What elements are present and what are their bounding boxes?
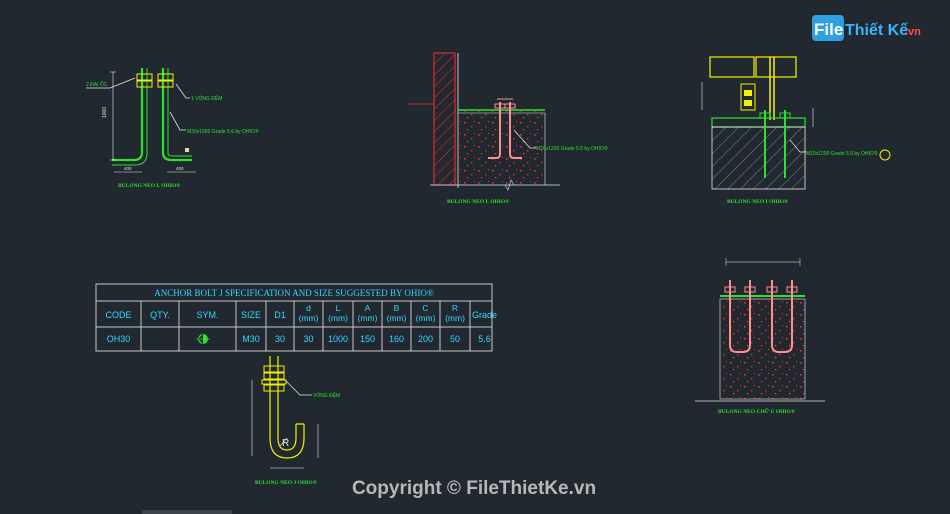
table-header-unit: (mm) <box>358 313 378 323</box>
table-header-cell: Grade <box>472 310 497 320</box>
nut-1a <box>136 73 153 81</box>
leader-grade <box>169 111 186 131</box>
l-bolt-shape-2 <box>161 68 192 162</box>
table-header-cell: d <box>306 303 311 313</box>
caption-j-bolt: BULONG NEO J OHIO® <box>255 479 317 486</box>
embedded-bolt-2 <box>509 102 522 159</box>
horizontal-scrollbar[interactable] <box>142 510 232 514</box>
logo-badge <box>812 15 844 41</box>
l-bolt-edge-1 <box>112 68 148 166</box>
spec-table[interactable]: ANCHOR BOLT J SPECIFICATION AND SIZE SUG… <box>95 283 497 352</box>
note-grade: M30x1000 Grade 5.6 by OHIO® <box>187 128 259 135</box>
note-washer-j: VÒNG ĐỆM <box>313 391 340 399</box>
drawing-u-bolt[interactable]: BULONG NEO CHỮ U OHIO® <box>695 258 825 415</box>
leader-washer <box>175 83 190 99</box>
logo-suffix: .vn <box>905 26 921 38</box>
table-header-unit: (mm) <box>416 313 436 323</box>
table-header-cell: CODE <box>105 310 131 320</box>
table-data-cell: 5.6 <box>478 334 491 344</box>
symbol-icon <box>196 334 210 344</box>
table-header-cell: QTY. <box>150 310 170 320</box>
table-data-cell: 200 <box>418 334 433 344</box>
table-header-cell: D1 <box>274 310 286 320</box>
caption-i-bolt-column: BULONG NEO I OHIO® <box>727 198 788 205</box>
table-columns: CODEOH30QTY.SYM.SIZEM30D130d(mm)30L(mm)1… <box>105 301 497 351</box>
radius-label: R <box>282 438 289 449</box>
concrete-pedestal <box>711 126 806 190</box>
l-bolt-shape-1 <box>112 68 144 162</box>
nut-1b <box>136 80 153 88</box>
drawing-l-bolt-wall[interactable]: M20x1200 Grade 5.6 by OHIO® BULONG NEO L… <box>408 52 608 205</box>
note-washer: 1 VÒNG ĐỆM <box>191 94 222 102</box>
table-header-unit: (mm) <box>299 313 319 323</box>
drawing-j-bolt[interactable]: VÒNG ĐỆM R BULONG NEO J OHIO® <box>251 356 340 486</box>
l-bolt-edge-2 <box>167 68 192 157</box>
note-grade-wall: M20x1200 Grade 5.6 by OHIO® <box>536 145 608 152</box>
table-header-cell: SYM. <box>196 310 218 320</box>
table-data-cell: 1000 <box>328 334 348 344</box>
table-header-cell: A <box>365 303 371 313</box>
table-header-cell: R <box>452 303 458 313</box>
nut-2a <box>157 73 174 81</box>
beam-flange <box>709 56 755 78</box>
j-bolt-hook-outer <box>269 424 305 459</box>
j-nut-2 <box>263 372 285 380</box>
table-data-cell: 160 <box>389 334 404 344</box>
table-data-cell: 150 <box>360 334 375 344</box>
table-data-cell: M30 <box>242 334 260 344</box>
note-grade-column: M20x1200 Grade 5.6 by OHIO® <box>806 150 878 157</box>
j-washer <box>261 379 287 385</box>
caption-u-bolt: BULONG NEO CHỮ U OHIO® <box>718 407 795 415</box>
marker-square <box>185 148 189 152</box>
drawing-i-bolt-column[interactable]: M20x1200 Grade 5.6 by OHIO® BULONG NEO I… <box>701 56 891 205</box>
drawing-l-bolt-left[interactable]: 2 ĐAI ỐC 1 VÒNG ĐỆM M30x1000 Grade 5.6 b… <box>86 68 259 189</box>
table-header-unit: (mm) <box>328 313 348 323</box>
nut-2b <box>157 80 174 88</box>
embedded-bolt-1 <box>488 102 501 159</box>
detail-marker <box>879 149 891 161</box>
caption-l-bolt-wall: BULONG NEO L OHIO® <box>447 198 509 205</box>
table-data-cell: 30 <box>303 334 313 344</box>
u-bolt-right <box>771 280 793 353</box>
table-data-cell: 50 <box>450 334 460 344</box>
j-bolt-hook-inner <box>277 424 297 451</box>
base-plate-column <box>711 117 806 128</box>
j-nut-1 <box>263 365 285 373</box>
table-header-unit: (mm) <box>445 313 465 323</box>
site-logo[interactable]: File Thiết Kế .vn <box>812 15 921 41</box>
caption-l-bolt-left: BULONG NEO L OHIO® <box>118 182 180 189</box>
note-nuts: 2 ĐAI ỐC <box>86 81 108 88</box>
table-data-cell: OH30 <box>107 334 131 344</box>
table-title: ANCHOR BOLT J SPECIFICATION AND SIZE SUG… <box>154 288 434 298</box>
table-header-cell: B <box>394 303 400 313</box>
logo-word-thietke: Thiết Kế <box>845 22 908 39</box>
leader-nuts <box>86 77 136 89</box>
table-header-cell: C <box>422 303 428 313</box>
copyright-watermark: Copyright © FileThietKe.vn <box>352 478 596 499</box>
dim-bottom-right: 400 <box>176 166 184 171</box>
logo-word-file: File <box>814 20 843 39</box>
dim-bottom-left: 400 <box>124 166 132 171</box>
table-header-cell: SIZE <box>241 310 261 320</box>
table-data-cell: 30 <box>275 334 285 344</box>
table-header-unit: (mm) <box>387 313 407 323</box>
table-header-cell: L <box>336 303 341 313</box>
dim-vertical: 1000 <box>102 107 108 118</box>
wall-hatch <box>433 52 456 186</box>
u-bolt-left <box>729 280 751 353</box>
